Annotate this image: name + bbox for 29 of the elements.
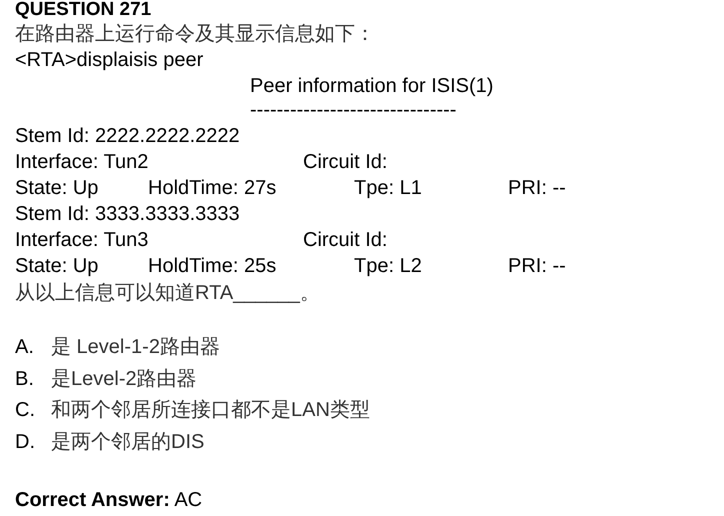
option-text: 是 Level-1-2路由器 — [51, 335, 220, 359]
question-text: 在路由器上运行命令及其显示信息如下： — [15, 22, 375, 46]
output-field: Circuit Id: — [303, 228, 388, 252]
question-title: QUESTION 271 — [15, 0, 152, 20]
output-heading: Peer information for ISIS(1) — [250, 74, 494, 98]
answer-text: Correct Answer: AC — [15, 488, 202, 512]
option-text: 是Level-2路由器 — [51, 367, 197, 391]
output-line: Stem Id: 3333.3333.3333 — [15, 202, 240, 226]
output-field: PRI: -- — [508, 254, 566, 278]
output-field: Interface: Tun2 — [15, 150, 148, 174]
question-text: 从以上信息可以知道RTA______。 — [15, 281, 320, 305]
output-field: Tpe: L2 — [354, 254, 422, 278]
output-line: Stem Id: 2222.2222.2222 — [15, 124, 240, 148]
separator-rule: ------------------------------- — [250, 98, 456, 122]
output-field: PRI: -- — [508, 176, 566, 200]
option-letter: B. — [15, 367, 34, 391]
option-text: 和两个邻居所连接口都不是LAN类型 — [51, 398, 370, 422]
option-letter: D. — [15, 430, 35, 454]
option-letter: C. — [15, 398, 35, 422]
option-text: 是两个邻居的DIS — [51, 430, 204, 454]
output-field: State: Up — [15, 254, 98, 278]
output-field: HoldTime: 25s — [148, 254, 276, 278]
output-field: Interface: Tun3 — [15, 228, 148, 252]
output-field: State: Up — [15, 176, 98, 200]
output-field: Circuit Id: — [303, 150, 388, 174]
command-line: <RTA>displaisis peer — [15, 48, 204, 72]
output-field: Tpe: L1 — [354, 176, 422, 200]
option-letter: A. — [15, 335, 34, 359]
output-field: HoldTime: 27s — [148, 176, 276, 200]
